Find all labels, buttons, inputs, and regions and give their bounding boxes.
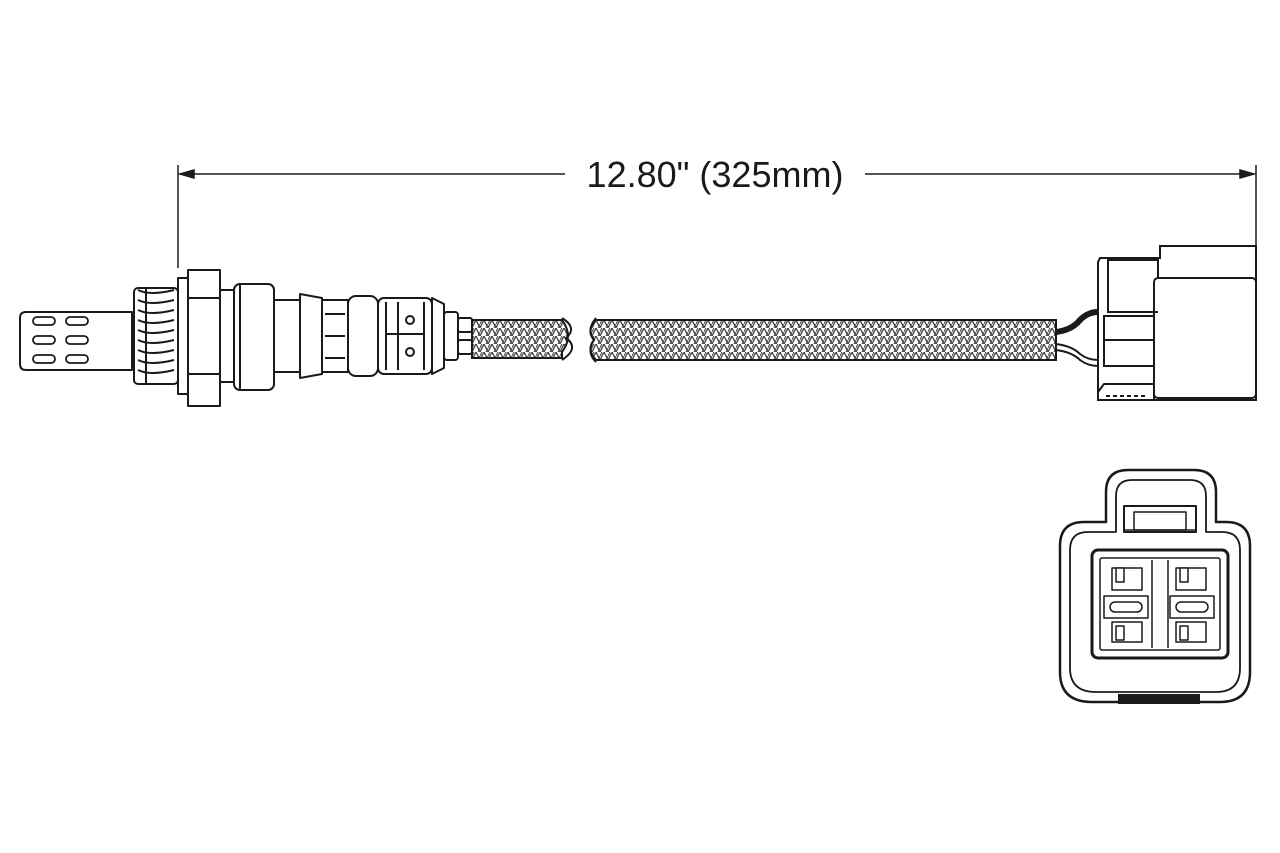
probe-hex-nut (187, 269, 221, 407)
connector-pin-2 (1169, 567, 1215, 643)
connector-key (1118, 694, 1200, 704)
probe-neck (273, 299, 301, 373)
dimension-arrow-right (1239, 169, 1257, 179)
dimension-arrow-left (177, 169, 195, 179)
braided-cable-right (589, 317, 1057, 363)
connector-pin-1 (1103, 567, 1149, 643)
probe-threads (137, 288, 175, 384)
wire-stub-bottom (457, 339, 473, 355)
dimension-label: 12.80" (325mm) (587, 154, 844, 195)
sensor-probe (19, 269, 473, 407)
braided-cable-left (471, 317, 573, 361)
dimension-line (177, 165, 1257, 268)
connector-side-view (1097, 245, 1257, 401)
probe-slots (32, 316, 89, 364)
connector-front-view (1058, 468, 1252, 704)
connector-latch-cover (1153, 277, 1257, 399)
wire-stub-top (457, 317, 473, 333)
lead-wires (1055, 309, 1099, 367)
lead-wire-outline (1055, 349, 1099, 367)
probe-gasket (177, 277, 189, 395)
lead-wire-black (1055, 309, 1099, 335)
